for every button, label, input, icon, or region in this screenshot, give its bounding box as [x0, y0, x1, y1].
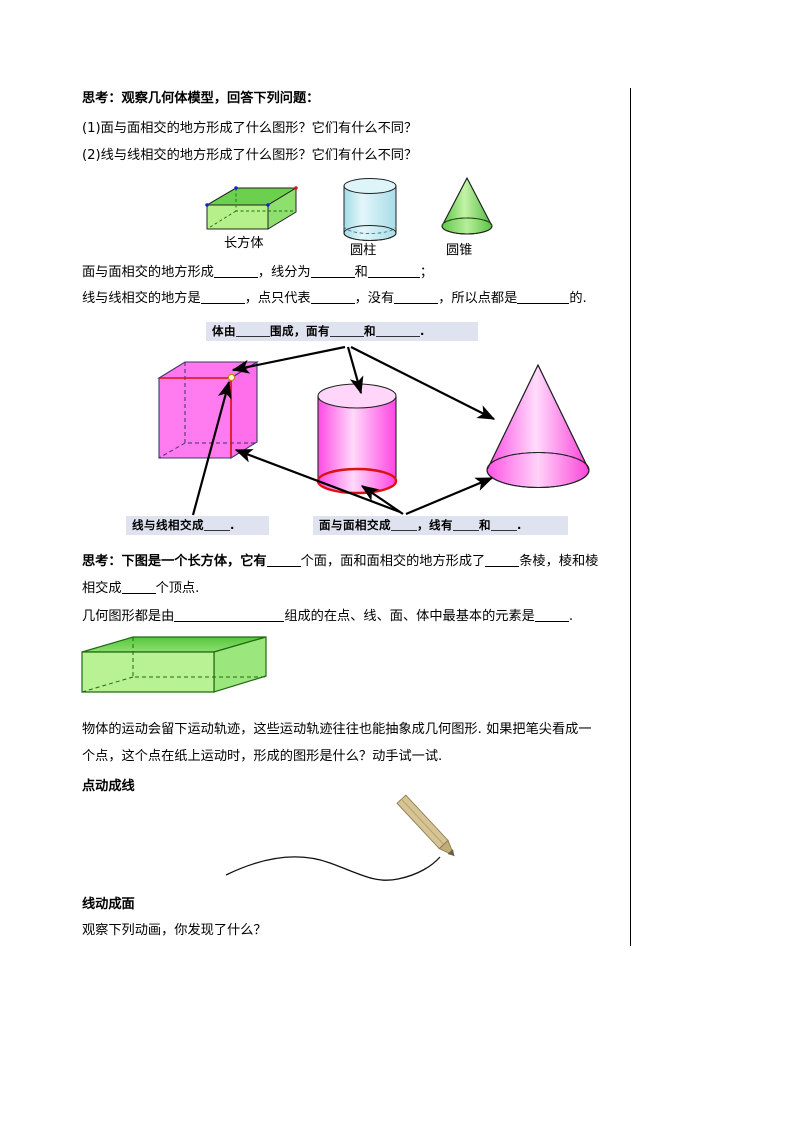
caption-right-d: .: [517, 518, 522, 532]
fill1-text-b: ，线分为: [257, 265, 311, 280]
think2-text-g: 组成的在点、线、面、体中最基本的元素是: [284, 609, 535, 624]
think2-line-2: 相交成 个顶点.: [82, 578, 199, 600]
think2-blank-1[interactable]: [266, 566, 301, 567]
caption-box-left: 线与线相交成.: [126, 516, 269, 535]
fill1-blank-6[interactable]: [394, 303, 439, 304]
intro-question-1: (1)面与面相交的地方形成了什么图形？它们有什么不同？: [82, 121, 418, 136]
motion-paragraph-line-2: 个点，这个点在纸上运动时，形成的图形是什么？动手试一试.: [82, 749, 443, 764]
cone-diagram-shape: [486, 363, 590, 489]
fill1-blank-2[interactable]: [310, 277, 355, 278]
intro-question-2: (2)线与线相交的地方形成了什么图形？它们有什么不同？: [82, 148, 418, 163]
caption-top-c: 和: [364, 324, 376, 338]
page-right-border: [630, 88, 631, 946]
think2-text-d: 相交成: [82, 581, 122, 596]
final-question: 观察下列动画，你发现了什么？: [82, 923, 267, 938]
think2-text-f: 几何图形都是由: [82, 609, 175, 624]
caption-right-blank-3[interactable]: [491, 530, 517, 531]
cuboid-label: 长方体: [224, 236, 264, 251]
cone-label: 圆锥: [446, 243, 473, 258]
think2-line-3: 几何图形都是由 组成的在点、线、面、体中最基本的元素是.: [82, 606, 573, 628]
fill1-text-e: 线与线相交的地方是: [82, 291, 201, 306]
caption-right-blank-1[interactable]: [391, 530, 417, 531]
motion-paragraph-line-1: 物体的运动会留下运动轨迹，这些运动轨迹往往也能抽象成几何图形. 如果把笔尖看成一: [82, 722, 592, 737]
fill1-text-i: 的.: [569, 291, 587, 306]
cylinder-diagram-shape: [316, 383, 398, 495]
fill1-text-h: ，所以点都是: [438, 291, 518, 306]
fill1-text-g: ，没有: [354, 291, 395, 306]
think2-blank-2[interactable]: [485, 566, 520, 567]
think2-line-1: 思考：下图是一个长方体，它有 个面，面和面相交的地方形成了 条棱，棱和棱: [82, 551, 598, 573]
caption-right-c: 和: [479, 518, 491, 532]
caption-top-blank-2[interactable]: [330, 336, 364, 337]
caption-right-b: ，线有: [417, 518, 453, 532]
fill-blank-line-2: 线与线相交的地方是 ，点只代表 ，没有 ，所以点都是 的.: [82, 288, 587, 310]
caption-left-b: .: [230, 518, 235, 532]
fill1-blank-3[interactable]: [367, 277, 420, 278]
think2-blank-4[interactable]: [174, 621, 285, 622]
fill1-blank-4[interactable]: [200, 303, 245, 304]
caption-top-blank-1[interactable]: [236, 336, 270, 337]
fill1-text-f: ，点只代表: [244, 291, 311, 306]
fill1-blank-7[interactable]: [517, 303, 570, 304]
fill1-text-a: 面与面相交的地方形成: [82, 265, 214, 280]
think2-blank-5[interactable]: [534, 621, 569, 622]
caption-top-b: 围成，面有: [270, 324, 330, 338]
caption-top-a: 体由: [212, 324, 236, 338]
caption-right-a: 面与面相交成: [319, 518, 391, 532]
caption-top-blank-3[interactable]: [376, 336, 420, 337]
caption-left-blank-1[interactable]: [204, 530, 230, 531]
caption-top-d: .: [420, 324, 425, 338]
fill1-text-d: ；: [419, 265, 433, 280]
think2-text-h: .: [568, 609, 574, 624]
think2-text-e: 个顶点.: [155, 581, 200, 596]
pencil-curve-shape: [225, 856, 441, 881]
fill1-blank-5[interactable]: [310, 303, 355, 304]
subheading-line-to-surface: 线动成面: [82, 897, 135, 912]
caption-box-right: 面与面相交成 ，线有 和.: [313, 516, 568, 535]
think2-text-b: 个面，面和面相交的地方形成了: [300, 554, 486, 569]
think2-blank-3[interactable]: [121, 593, 156, 594]
fill1-text-c: 和: [354, 265, 368, 280]
pencil-icon: [396, 794, 455, 857]
cylinder-label: 圆柱: [350, 243, 377, 258]
subheading-point-to-line: 点动成线: [82, 779, 135, 794]
cone-model-shape: [441, 176, 493, 235]
cylinder-model-shape: [343, 178, 397, 241]
think2-text-c: 条棱，棱和棱: [519, 554, 599, 569]
think2-prefix: 思考：下图是一个长方体，它有: [82, 554, 267, 569]
fill1-blank-1[interactable]: [213, 277, 258, 278]
fill-blank-line-1: 面与面相交的地方形成 ，线分为 和 ；: [82, 262, 433, 284]
cube-diagram-shape: [157, 361, 259, 459]
green-cuboid-shape: [81, 636, 267, 693]
intro-heading: 思考：观察几何体模型，回答下列问题：: [82, 91, 320, 106]
caption-left-a: 线与线相交成: [132, 518, 204, 532]
caption-box-top: 体由 围成，面有 和.: [206, 322, 478, 341]
caption-right-blank-2[interactable]: [453, 530, 479, 531]
cuboid-model-shape: [205, 186, 298, 230]
